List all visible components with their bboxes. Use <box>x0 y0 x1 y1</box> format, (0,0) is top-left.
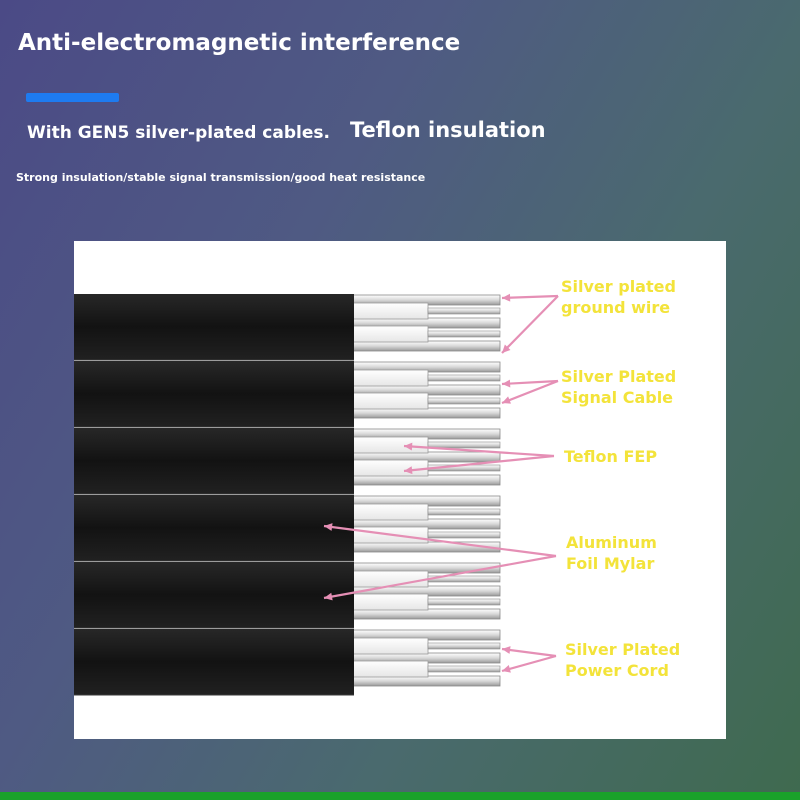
tagline: Strong insulation/stable signal transmis… <box>16 171 426 184</box>
callout-power-cord-line2: Power Cord <box>565 661 669 680</box>
subtitle-insulation: Teflon insulation <box>350 118 546 142</box>
callout-teflon-fep: Teflon FEP <box>564 446 657 467</box>
conductor-5-0 <box>427 642 501 650</box>
callout-arrow-line-3 <box>501 379 559 405</box>
cable-jacket-shade-1 <box>74 361 354 427</box>
conductor-4-1 <box>427 598 501 606</box>
callout-arrow-line-2 <box>501 379 559 386</box>
callout-signal-cable-line2: Signal Cable <box>561 388 674 407</box>
conductor-2-0 <box>427 441 501 449</box>
teflon-insulation-4-0 <box>351 570 429 588</box>
callout-arrow-line-5 <box>403 454 555 473</box>
ground-wire-strand-1-2 <box>351 407 501 419</box>
cable-diagram-panel: Silver plated ground wire Silver Plated … <box>74 241 726 739</box>
teflon-insulation-3-0 <box>351 503 429 521</box>
cable-jacket-shade-3 <box>74 495 354 561</box>
cable-jacket-shade-4 <box>74 562 354 628</box>
teflon-insulation-5-1 <box>351 660 429 678</box>
ground-wire-strand-3-2 <box>351 541 501 553</box>
accent-bar <box>26 93 119 102</box>
conductor-1-1 <box>427 397 501 405</box>
cable-jacket-shade-5 <box>74 629 354 695</box>
bottom-strip <box>0 792 800 800</box>
conductor-1-0 <box>427 374 501 382</box>
callout-arrow-head-0 <box>502 293 511 302</box>
page-title: Anti-electromagnetic interference <box>18 30 461 56</box>
conductor-0-0 <box>427 307 501 315</box>
teflon-insulation-0-0 <box>351 302 429 320</box>
teflon-insulation-2-0 <box>351 436 429 454</box>
callout-arrow-head-9 <box>502 665 511 673</box>
teflon-insulation-2-1 <box>351 459 429 477</box>
callout-ground-wire-line2: ground wire <box>561 298 671 317</box>
callout-ground-wire-line1: Silver plated <box>561 277 676 296</box>
callout-teflon-fep-line1: Teflon FEP <box>564 447 658 466</box>
callout-aluminum-foil-line2: Foil Mylar <box>566 554 655 573</box>
cable-jacket-shade-2 <box>74 428 354 494</box>
ground-wire-strand-4-2 <box>351 608 501 620</box>
callout-signal-cable: Silver Plated Signal Cable <box>561 366 676 408</box>
callout-arrow-head-5 <box>404 466 413 475</box>
conductor-5-1 <box>427 665 501 673</box>
callout-arrow-line-0 <box>501 294 559 300</box>
subtitle-cables: With GEN5 silver-plated cables. <box>27 123 330 143</box>
cable-diagram <box>74 293 559 696</box>
teflon-insulation-5-0 <box>351 637 429 655</box>
cable-jacket-shade-0 <box>74 294 354 360</box>
teflon-insulation-0-1 <box>351 325 429 343</box>
callout-arrow-line-9 <box>501 654 557 673</box>
ground-wire-strand-0-2 <box>351 340 501 352</box>
callout-aluminum-foil-line1: Aluminum <box>566 533 657 552</box>
conductor-3-0 <box>427 508 501 516</box>
teflon-insulation-1-1 <box>351 392 429 410</box>
callout-arrow-head-2 <box>502 379 511 388</box>
callout-arrow-line-1 <box>501 295 559 354</box>
callout-arrow-line-7 <box>323 554 557 600</box>
callout-arrow-line-8 <box>501 647 557 658</box>
callout-arrow-head-3 <box>502 396 511 404</box>
callout-arrow-head-4 <box>404 442 413 451</box>
teflon-insulation-1-0 <box>351 369 429 387</box>
callout-arrow-head-1 <box>502 344 511 353</box>
teflon-insulation-4-1 <box>351 593 429 611</box>
callout-arrow-head-7 <box>324 592 333 601</box>
callout-ground-wire: Silver plated ground wire <box>561 276 676 318</box>
conductor-3-1 <box>427 531 501 539</box>
callout-arrow-line-4 <box>403 444 555 458</box>
callout-power-cord-line1: Silver Plated <box>565 640 681 659</box>
callout-power-cord: Silver Plated Power Cord <box>565 639 680 681</box>
callout-aluminum-foil: Aluminum Foil Mylar <box>566 532 657 574</box>
ground-wire-strand-5-2 <box>351 675 501 687</box>
callout-arrow-head-8 <box>502 646 511 654</box>
callout-arrow-head-6 <box>324 523 333 531</box>
conductor-0-1 <box>427 330 501 338</box>
callout-arrow-line-6 <box>323 524 557 558</box>
callout-signal-cable-line1: Silver Plated <box>561 367 677 386</box>
ground-wire-strand-2-2 <box>351 474 501 486</box>
